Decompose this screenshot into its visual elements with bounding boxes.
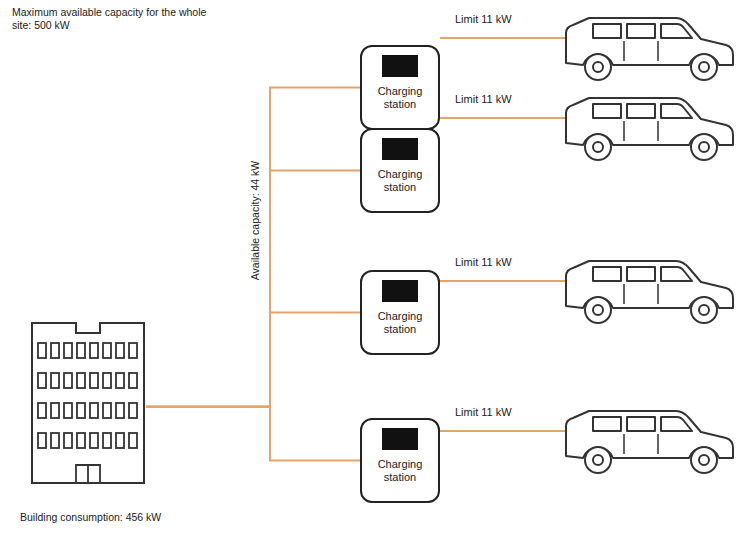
power-line [146,88,360,407]
power-limit-label: Limit 11 kW [455,13,512,26]
building-icon [30,315,146,485]
car-icon [566,411,733,473]
charging-station: Charging station [360,45,440,130]
building-caption: Building consumption: 456 kW [20,511,161,523]
power-limit-label: Limit 11 kW [455,406,512,419]
power-line [146,313,360,407]
charging-station: Charging station [360,418,440,503]
charging-station: Charging station [360,128,440,213]
capacity-label: Available capacity: 44 kW [249,160,262,279]
car-icon [566,98,733,160]
charging-cable [440,38,566,431]
charging-station: Charging station [360,270,440,355]
power-limit-label: Limit 11 kW [455,93,512,106]
car-icon [566,18,733,80]
site-capacity-note: Maximum available capacity for the whole… [12,6,217,32]
station-screen [382,138,418,160]
station-screen [382,280,418,302]
car-icon [566,261,733,323]
station-label: Charging station [366,168,434,194]
station-label: Charging station [366,458,434,484]
station-screen [382,428,418,450]
station-label: Charging station [366,85,434,111]
station-screen [382,55,418,77]
building-node: Building consumption: 456 kW [30,315,146,485]
power-line [146,407,360,461]
station-label: Charging station [366,310,434,336]
power-limit-label: Limit 11 kW [455,256,512,269]
